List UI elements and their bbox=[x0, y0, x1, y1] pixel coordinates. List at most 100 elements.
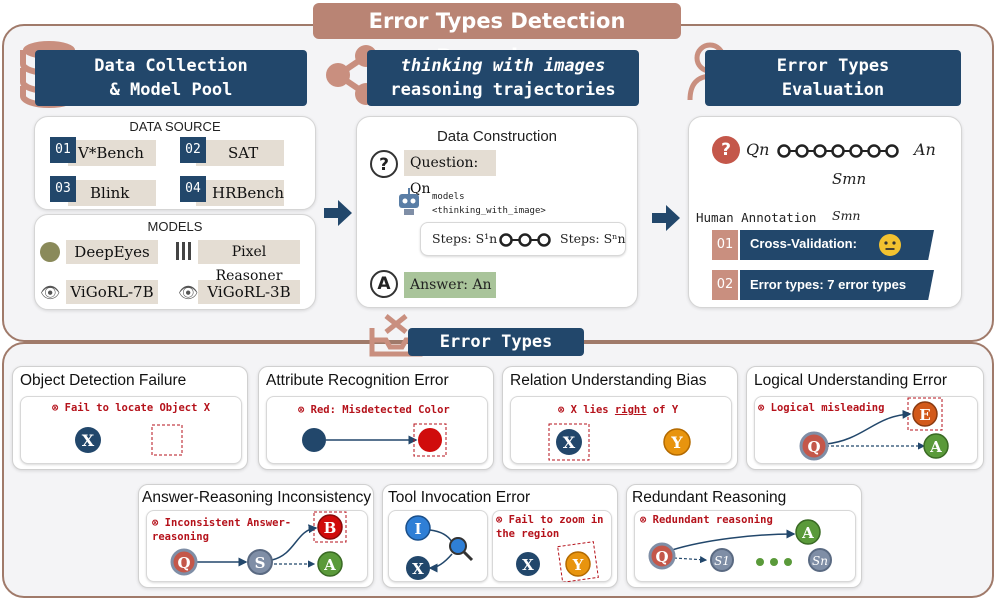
eval-q: Qn bbox=[746, 140, 770, 159]
source-label: HRBench bbox=[212, 184, 284, 202]
question-tag: Question: Qn bbox=[404, 150, 496, 197]
eval-badge-01: 01 bbox=[712, 230, 738, 260]
error-title: Object Detection Failure bbox=[20, 372, 187, 389]
human-annotation-label: Human Annotation bbox=[696, 210, 817, 225]
error-note: ⊗ Red: Misdetected Color bbox=[298, 404, 450, 416]
eval-item-label: Error types: 7 error types bbox=[750, 277, 907, 292]
node-s: S bbox=[255, 554, 266, 572]
data-collection-header: Data Collection & Model Pool bbox=[35, 50, 307, 106]
tool-invocation-diagram: I X X Y bbox=[405, 515, 599, 582]
error-note: ⊗ Fail to zoom in the region bbox=[496, 513, 603, 541]
cancel-icon: ⊗ bbox=[496, 514, 509, 526]
error-note-text: X lies bbox=[570, 404, 615, 416]
robot-icon bbox=[396, 188, 422, 220]
error-diagram bbox=[510, 396, 732, 464]
question-icon: ? bbox=[370, 150, 398, 178]
steps-end: Steps: Sⁿn bbox=[560, 231, 626, 246]
error-note-text: Logical misleading bbox=[770, 402, 885, 414]
error-note: ⊗ Fail to locate Object X bbox=[52, 402, 210, 414]
source-item-hrbench: HRBench bbox=[196, 180, 284, 206]
eye-icon: 👁 bbox=[178, 283, 199, 302]
node-y: Y bbox=[670, 433, 683, 452]
cancel-icon: ⊗ bbox=[758, 402, 771, 414]
error-note-text: Redundant reasoning bbox=[652, 514, 773, 526]
cancel-icon: ⊗ bbox=[640, 514, 653, 526]
object-detection-diagram: X bbox=[75, 424, 183, 456]
error-title: Tool Invocation Error bbox=[388, 489, 531, 506]
eval-item-error-types bbox=[740, 270, 934, 300]
node-s1: S1 bbox=[714, 554, 730, 568]
node-x: X bbox=[412, 560, 424, 578]
eval-item-cross-validation bbox=[740, 230, 934, 260]
error-title: Answer-Reasoning Inconsistency bbox=[142, 489, 372, 506]
thinking-header-line1: thinking with images bbox=[400, 56, 606, 76]
source-badge-04: 04 bbox=[180, 176, 206, 202]
answer-icon: A bbox=[370, 270, 398, 298]
error-diagram bbox=[388, 510, 488, 582]
question-icon: ? bbox=[712, 136, 740, 164]
error-note-emphasis: right bbox=[614, 404, 647, 416]
relation-diagram: X Y bbox=[548, 423, 691, 461]
node-sn: Sn bbox=[812, 554, 828, 568]
node-a: A bbox=[801, 524, 814, 542]
node-e: E bbox=[919, 406, 930, 424]
error-note: ⊗ Logical misleading bbox=[758, 402, 884, 414]
models-label: models bbox=[432, 192, 465, 202]
cancel-icon: ⊗ bbox=[298, 404, 311, 416]
procedure-title: Error Types Detection Procedure bbox=[313, 3, 681, 69]
human-annotation-s: Smn bbox=[832, 208, 861, 223]
answer-reasoning-diagram: Q S B A bbox=[170, 511, 347, 577]
qr-icon bbox=[176, 242, 194, 260]
neutral-face-icon bbox=[878, 233, 902, 261]
node-x: X bbox=[82, 431, 95, 450]
source-label: Blink bbox=[90, 184, 130, 202]
node-i: I bbox=[414, 520, 421, 538]
error-note-text: Fail to zoom in bbox=[508, 514, 604, 526]
node-b: B bbox=[324, 519, 337, 537]
source-badge-01: 01 bbox=[50, 137, 76, 163]
eval-badge-02: 02 bbox=[712, 270, 738, 300]
error-note: ⊗ Redundant reasoning bbox=[640, 514, 773, 526]
data-source-heading: DATA SOURCE bbox=[129, 119, 221, 134]
evaluation-header: Error Types Evaluation bbox=[705, 50, 961, 106]
redundant-diagram: Q S1 Sn A bbox=[648, 519, 832, 572]
source-badge-02: 02 bbox=[180, 137, 206, 163]
model-item-vigorl-3b: ViGoRL-3B bbox=[198, 280, 300, 304]
error-note-text: Red: Misdetected Color bbox=[310, 404, 450, 416]
eye-icon: 👁 bbox=[40, 283, 61, 302]
cancel-icon: ⊗ bbox=[52, 402, 65, 414]
node-x: X bbox=[522, 556, 534, 574]
error-title: Attribute Recognition Error bbox=[266, 372, 449, 389]
logical-diagram: Q E A bbox=[799, 397, 949, 461]
model-item-pixel-reasoner: Pixel Reasoner bbox=[198, 240, 300, 284]
cancel-icon: ⊗ bbox=[558, 404, 571, 416]
eval-a: An bbox=[914, 140, 936, 159]
source-item-vbench: V*Bench bbox=[68, 140, 156, 166]
thinking-header-line2: reasoning trajectories bbox=[390, 80, 616, 100]
source-badge-03: 03 bbox=[50, 176, 76, 202]
error-diagram bbox=[20, 396, 242, 464]
node-y: Y bbox=[572, 556, 584, 574]
model-item-vigorl-7b: ViGoRL-7B bbox=[66, 280, 158, 304]
error-note-text: Inconsistent Answer- bbox=[164, 517, 292, 529]
error-note-text: of Y bbox=[646, 404, 679, 416]
construction-heading: Data Construction bbox=[436, 128, 558, 145]
error-note: ⊗ Inconsistent Answer- reasoning bbox=[152, 516, 291, 544]
error-title: Relation Understanding Bias bbox=[510, 372, 707, 389]
node-a: A bbox=[323, 556, 336, 574]
error-note: ⊗ X lies right of Y bbox=[558, 404, 678, 416]
node-a: A bbox=[929, 438, 942, 456]
node-q: Q bbox=[807, 438, 820, 456]
source-label: SAT bbox=[228, 144, 259, 162]
cancel-icon: ⊗ bbox=[152, 517, 165, 529]
thinking-header: thinking with images reasoning trajector… bbox=[367, 50, 639, 106]
error-note-text: Fail to locate Object X bbox=[64, 402, 211, 414]
error-note-text: reasoning bbox=[152, 531, 209, 543]
answer-tag: Answer: An bbox=[404, 272, 496, 298]
error-diagram bbox=[266, 396, 488, 464]
node-q: Q bbox=[655, 548, 668, 566]
error-title: Redundant Reasoning bbox=[632, 489, 787, 506]
deepeyes-logo-icon bbox=[40, 242, 60, 262]
steps-start: Steps: S¹n bbox=[432, 231, 498, 246]
eval-item-label: Cross-Validation: bbox=[750, 236, 857, 251]
